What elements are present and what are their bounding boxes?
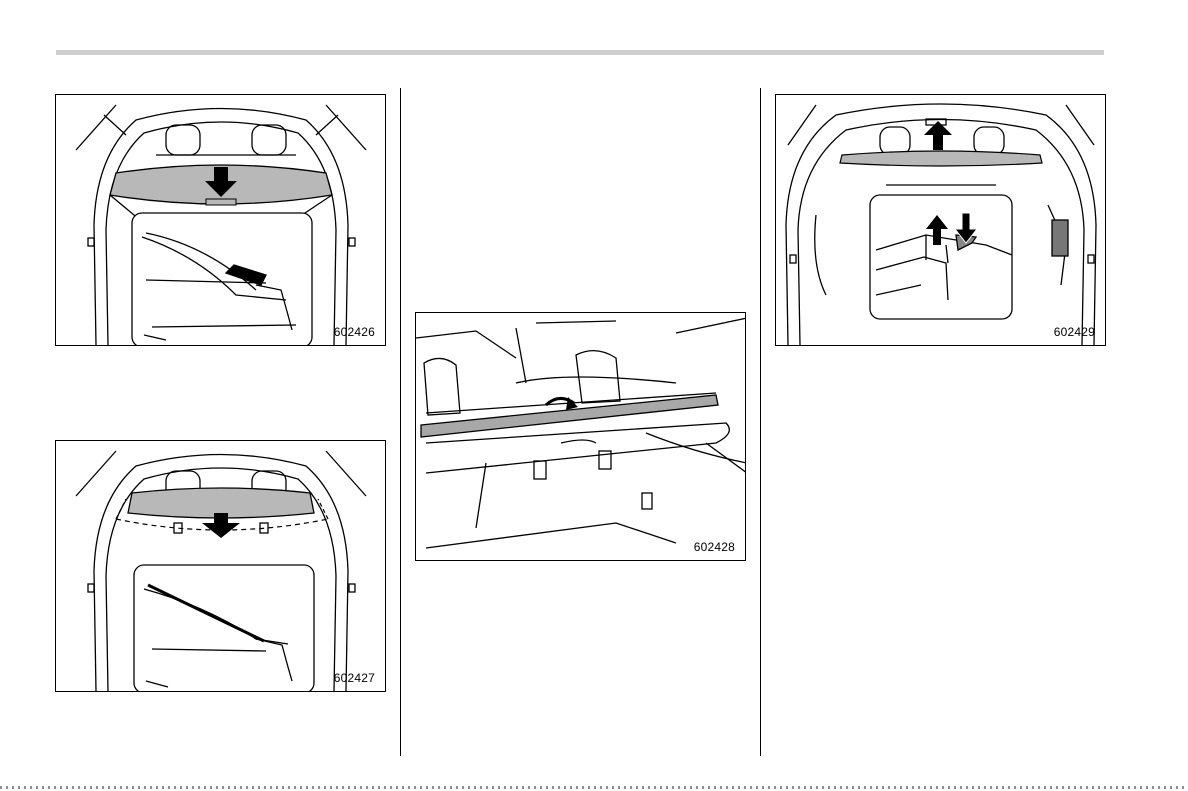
figure-cover-rotation: 602428: [415, 312, 746, 561]
figure-code: 602426: [334, 325, 375, 339]
rear-seat-illustration: [416, 313, 746, 561]
cargo-area-illustration: [776, 95, 1106, 346]
figure-code: 602428: [694, 540, 735, 554]
figure-code: 602429: [1054, 325, 1095, 339]
cargo-area-illustration: [56, 441, 386, 692]
page-bottom-edge: [0, 786, 1188, 789]
figure-cargo-cover-extend: 602427: [55, 440, 386, 692]
column-divider-left: [400, 88, 401, 756]
figure-cargo-cover-pull: 602426: [55, 94, 386, 346]
cargo-area-illustration: [56, 95, 386, 346]
figure-code: 602427: [334, 671, 375, 685]
column-divider-right: [760, 88, 761, 756]
header-rule: [56, 50, 1104, 55]
cargo-cover: [840, 151, 1042, 166]
figure-cover-removal: 602429: [775, 94, 1106, 346]
